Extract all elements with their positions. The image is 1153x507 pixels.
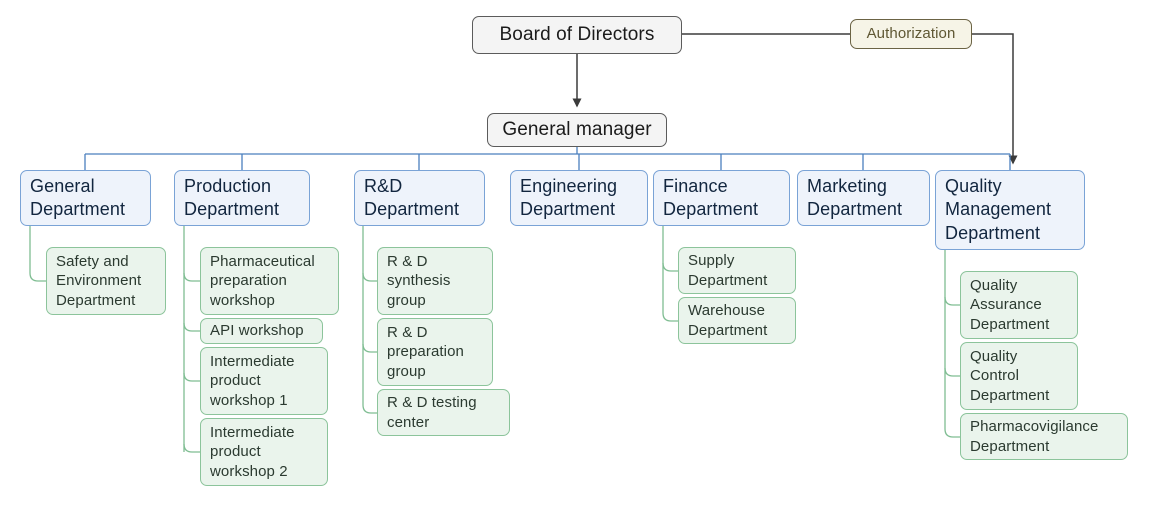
node-rd-synthesis-group[interactable]: R & D synthesis group [377,247,493,315]
node-api-workshop[interactable]: API workshop [200,318,323,344]
node-label: Pharmacovigilance Department [970,418,1099,455]
node-label: Quality Assurance Department [970,276,1050,333]
node-label: API workshop [210,322,304,340]
node-label: Quality Management Department [945,175,1052,243]
node-label: Marketing Department [807,175,903,219]
node-warehouse-department[interactable]: Warehouse Department [678,297,796,344]
node-pharmaceutical-preparation-workshop[interactable]: Pharmaceutical preparation workshop [200,247,339,315]
node-label: R & D testing center [387,394,477,431]
node-pharmacovigilance-department[interactable]: Pharmacovigilance Department [960,413,1128,460]
node-general-department[interactable]: General Department [20,170,151,226]
node-quality-management-department[interactable]: Quality Management Department [935,170,1085,250]
node-marketing-department[interactable]: Marketing Department [797,170,930,226]
node-rd-testing-center[interactable]: R & D testing center [377,389,510,436]
node-finance-department[interactable]: Finance Department [653,170,790,226]
edge-finance-department-children [662,226,678,322]
node-label: Production Department [184,175,280,219]
node-label: Warehouse Department [688,302,768,339]
node-label: Board of Directors [499,23,655,45]
node-intermediate-product-workshop-1[interactable]: Intermediate product workshop 1 [200,347,328,415]
node-label: Intermediate product workshop 1 [210,352,295,409]
edge-bus-general-manager-to-departments [84,147,1011,170]
node-label: General Department [30,175,126,219]
node-label: General manager [502,118,652,140]
edge-rd-department-children [362,226,377,414]
edge-authorization-to-quality-management [972,33,1018,165]
edge-general-department-children [29,226,46,282]
node-label: Engineering Department [520,175,618,219]
node-authorization[interactable]: Authorization [850,19,972,49]
node-label: R & D preparation group [387,323,464,380]
node-label: Intermediate product workshop 2 [210,423,295,480]
node-supply-department[interactable]: Supply Department [678,247,796,294]
node-rd-department[interactable]: R&D Department [354,170,485,226]
edge-quality-management-children [944,250,960,438]
node-board-of-directors[interactable]: Board of Directors [472,16,682,54]
node-label: Quality Control Department [970,347,1050,404]
node-quality-assurance-department[interactable]: Quality Assurance Department [960,271,1078,339]
node-label: R&D Department [364,175,460,219]
node-label: Authorization [866,25,956,43]
node-label: Supply Department [688,252,768,289]
node-intermediate-product-workshop-2[interactable]: Intermediate product workshop 2 [200,418,328,486]
node-production-department[interactable]: Production Department [174,170,310,226]
node-quality-control-department[interactable]: Quality Control Department [960,342,1078,410]
node-general-manager[interactable]: General manager [487,113,667,147]
node-label: Safety and Environment Department [56,252,142,309]
node-label: Finance Department [663,175,759,219]
node-rd-preparation-group[interactable]: R & D preparation group [377,318,493,386]
node-safety-and-environment-department[interactable]: Safety and Environment Department [46,247,166,315]
node-engineering-department[interactable]: Engineering Department [510,170,648,226]
node-label: Pharmaceutical preparation workshop [210,252,315,309]
edge-production-department-children [183,226,200,453]
node-label: R & D synthesis group [387,252,451,309]
